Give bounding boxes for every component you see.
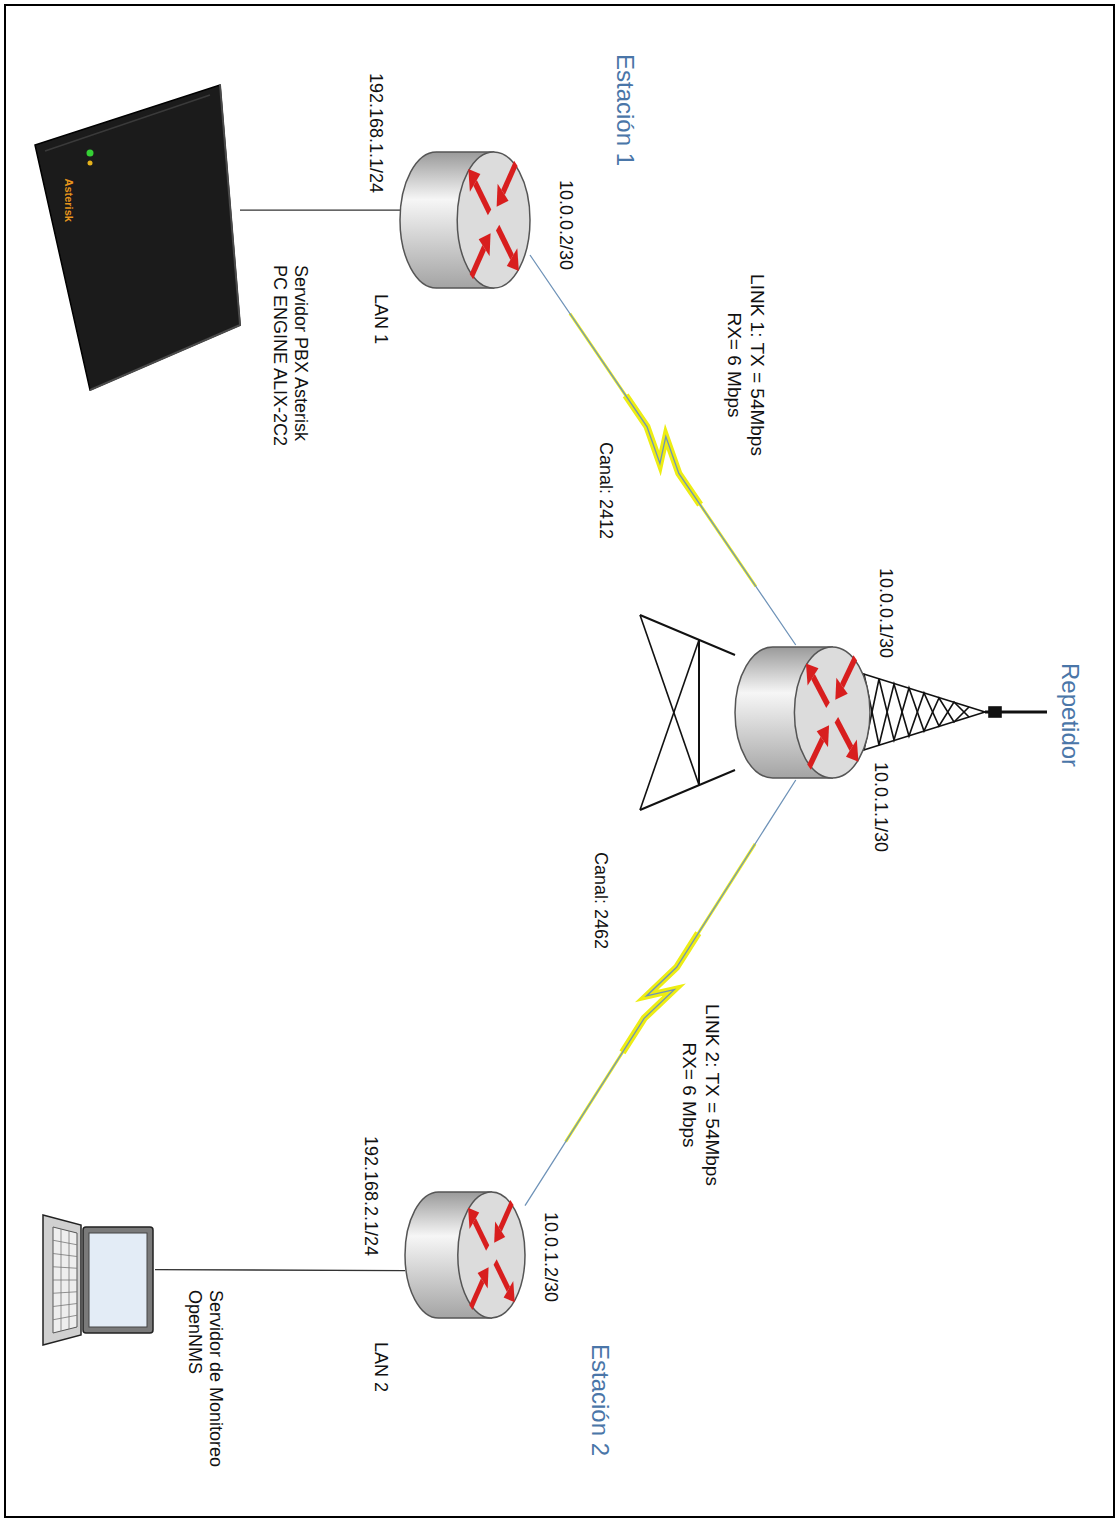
router-node: Estación 2 xyxy=(405,1190,525,1320)
laptop-screen xyxy=(89,1233,147,1327)
router-top xyxy=(794,647,870,778)
antenna-base xyxy=(989,707,1001,717)
laptop-node: Servidor de Monitoreo OpenNMS xyxy=(25,1215,155,1345)
cable-line xyxy=(155,1270,405,1271)
link-label: LINK 1: TX = 54Mbps RX= 6 Mbps xyxy=(722,260,768,470)
arrow-head xyxy=(468,1208,479,1229)
tower-brace xyxy=(640,640,699,810)
lan-name: LAN 2 xyxy=(369,1340,391,1394)
ip-address: 192.168.2.1/24 xyxy=(359,1134,381,1258)
key-column xyxy=(53,1240,77,1245)
ip-address: 192.168.1.1/24 xyxy=(364,71,386,195)
arrow-head xyxy=(494,1221,505,1242)
arrow-head xyxy=(806,663,819,685)
ip-address: 10.0.1.2/30 xyxy=(539,1210,561,1304)
channel-label: Canal: 2412 xyxy=(594,440,616,541)
router-arrows xyxy=(468,1203,515,1308)
laptop-screen-frame xyxy=(83,1227,153,1333)
router-node: Estación 1 xyxy=(400,150,530,290)
lan-cable xyxy=(155,1270,405,1271)
station-heading: Estación 2 xyxy=(586,1344,615,1456)
arrow-shaft xyxy=(836,720,851,748)
repeater-router: Repetidor xyxy=(735,645,870,780)
ip-address: 10.0.0.1/30 xyxy=(874,566,896,660)
link-line xyxy=(530,255,796,645)
key-column xyxy=(53,1304,77,1307)
key-column xyxy=(53,1280,77,1281)
router-icon xyxy=(405,1190,525,1320)
laptop-keyboard xyxy=(53,1227,77,1333)
router-top xyxy=(458,1192,525,1318)
ip-address: 10.0.0.2/30 xyxy=(554,178,576,272)
arrow-shaft xyxy=(474,1221,487,1248)
cable-line xyxy=(240,209,400,210)
router-icon xyxy=(735,645,870,780)
server-label: Servidor de Monitoreo OpenNMS xyxy=(183,1290,226,1480)
laptop-base xyxy=(43,1215,81,1345)
key-column xyxy=(53,1315,77,1320)
arrow-shaft xyxy=(471,1281,483,1308)
arrow-head xyxy=(468,169,480,192)
arrow-shaft xyxy=(842,658,855,686)
server-edge xyxy=(45,95,210,151)
arrow-shaft xyxy=(813,677,828,705)
arrow-head xyxy=(835,678,847,700)
arrow-shaft xyxy=(495,1262,508,1289)
arrow-head xyxy=(817,725,829,747)
arrow-shaft xyxy=(503,163,516,192)
arrow-head xyxy=(507,248,519,271)
arrow-head xyxy=(504,1281,515,1302)
arrow-shaft xyxy=(475,183,489,212)
link-label: LINK 2: TX = 54Mbps RX= 6 Mbps xyxy=(677,990,723,1200)
lan-name: LAN 1 xyxy=(369,292,391,346)
router-arrows xyxy=(806,658,859,767)
lan-cable xyxy=(240,210,400,211)
arrow-shaft xyxy=(809,739,822,767)
frame-border xyxy=(5,5,1114,1517)
arrow-head xyxy=(479,233,491,256)
router-top xyxy=(457,152,530,288)
link-line xyxy=(525,780,796,1206)
arrow-shaft xyxy=(498,228,512,257)
radio-link xyxy=(530,255,796,645)
server-node: Servidor PBX Asterisk PC ENGINE ALIX-2C2 xyxy=(35,85,240,390)
arrow-shaft xyxy=(471,248,484,277)
ip-address: 10.0.1.1/30 xyxy=(869,760,891,854)
server-label: Servidor PBX Asterisk PC ENGINE ALIX-2C2 xyxy=(268,265,311,455)
laptop-icon xyxy=(25,1215,155,1345)
router-icon xyxy=(400,150,530,290)
server-edge xyxy=(90,85,240,390)
tower-brace xyxy=(640,615,699,785)
status-led xyxy=(87,150,94,157)
arrow-head xyxy=(497,184,509,207)
channel-label: Canal: 2462 xyxy=(589,850,611,951)
radio-link xyxy=(525,780,796,1206)
key-column xyxy=(53,1267,77,1269)
server-icon xyxy=(35,85,240,390)
station-heading: Estación 1 xyxy=(611,54,640,166)
arrow-head xyxy=(478,1267,489,1288)
station-heading: Repetidor xyxy=(1056,663,1085,767)
tower-leg xyxy=(640,770,735,810)
key-column xyxy=(53,1254,77,1257)
laptop-keys xyxy=(53,1229,77,1331)
tower-symbol xyxy=(640,615,1047,810)
status-led xyxy=(88,161,93,166)
server-body xyxy=(35,85,240,390)
tower-crossbar xyxy=(698,640,700,785)
arrow-head xyxy=(846,740,859,762)
device-logo: Asterisk xyxy=(62,179,75,222)
tower-leg xyxy=(640,615,735,655)
key-column xyxy=(53,1292,77,1294)
router-arrows xyxy=(468,163,519,276)
arrow-shaft xyxy=(500,1203,512,1230)
